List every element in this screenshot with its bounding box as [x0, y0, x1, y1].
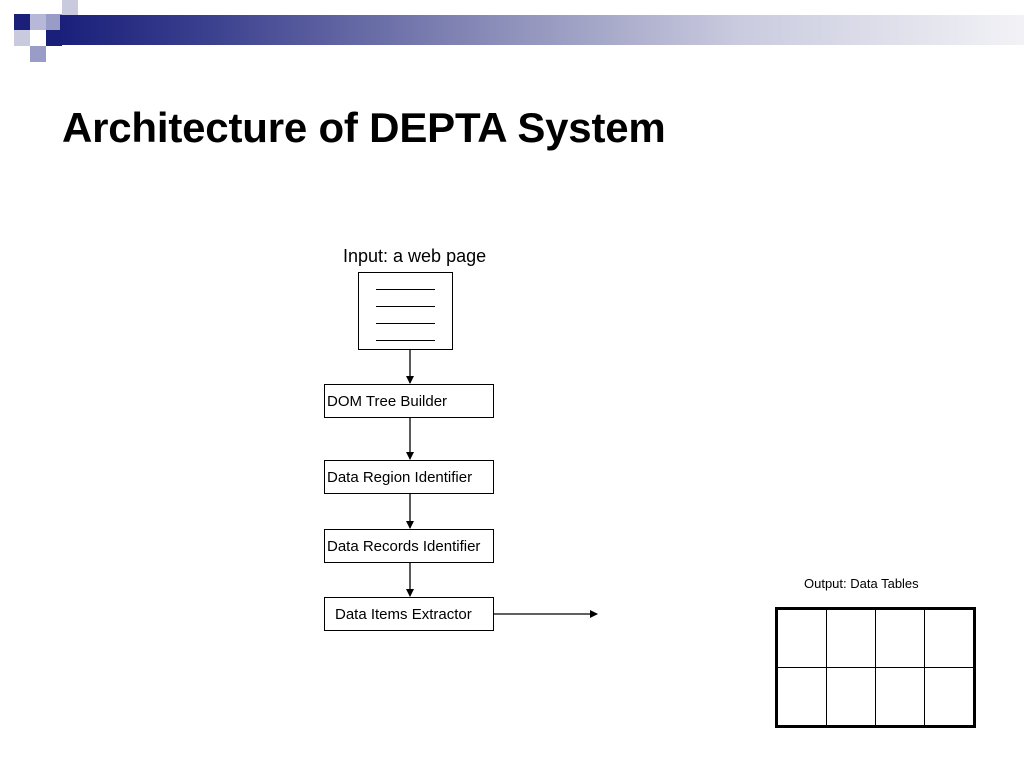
decor-square: [46, 14, 62, 30]
document-text-line: [376, 340, 435, 341]
table-cell: [776, 667, 827, 727]
table-cell: [924, 608, 975, 668]
document-text-line: [376, 306, 435, 307]
table-row: [776, 608, 975, 668]
slide-title: Architecture of DEPTA System: [62, 104, 666, 151]
input-label: Input: a web page: [343, 246, 487, 266]
table-cell: [826, 667, 876, 727]
step-data-region-identifier: Data Region Identifier: [324, 460, 494, 494]
table-cell: [776, 608, 827, 668]
decor-square: [30, 14, 46, 30]
document-text-line: [376, 323, 435, 324]
decor-square: [62, 0, 78, 16]
table-cell: [875, 608, 925, 668]
output-label: Output: Data Tables: [804, 576, 919, 591]
output-data-table: [775, 607, 976, 728]
web-page-document-icon: [358, 272, 453, 350]
template-gradient-bar: [60, 15, 1024, 45]
table-row: [776, 667, 975, 727]
step-dom-tree-builder: DOM Tree Builder: [324, 384, 494, 418]
table-cell: [875, 667, 925, 727]
decor-square: [14, 14, 30, 30]
template-corner-decoration: [0, 0, 80, 64]
decor-square: [30, 46, 46, 62]
decor-square: [46, 30, 62, 46]
step-data-records-identifier: Data Records Identifier: [324, 529, 494, 563]
table-cell: [826, 608, 876, 668]
table-cell: [924, 667, 975, 727]
decor-square: [14, 30, 30, 46]
document-text-line: [376, 289, 435, 290]
step-data-items-extractor: Data Items Extractor: [324, 597, 494, 631]
